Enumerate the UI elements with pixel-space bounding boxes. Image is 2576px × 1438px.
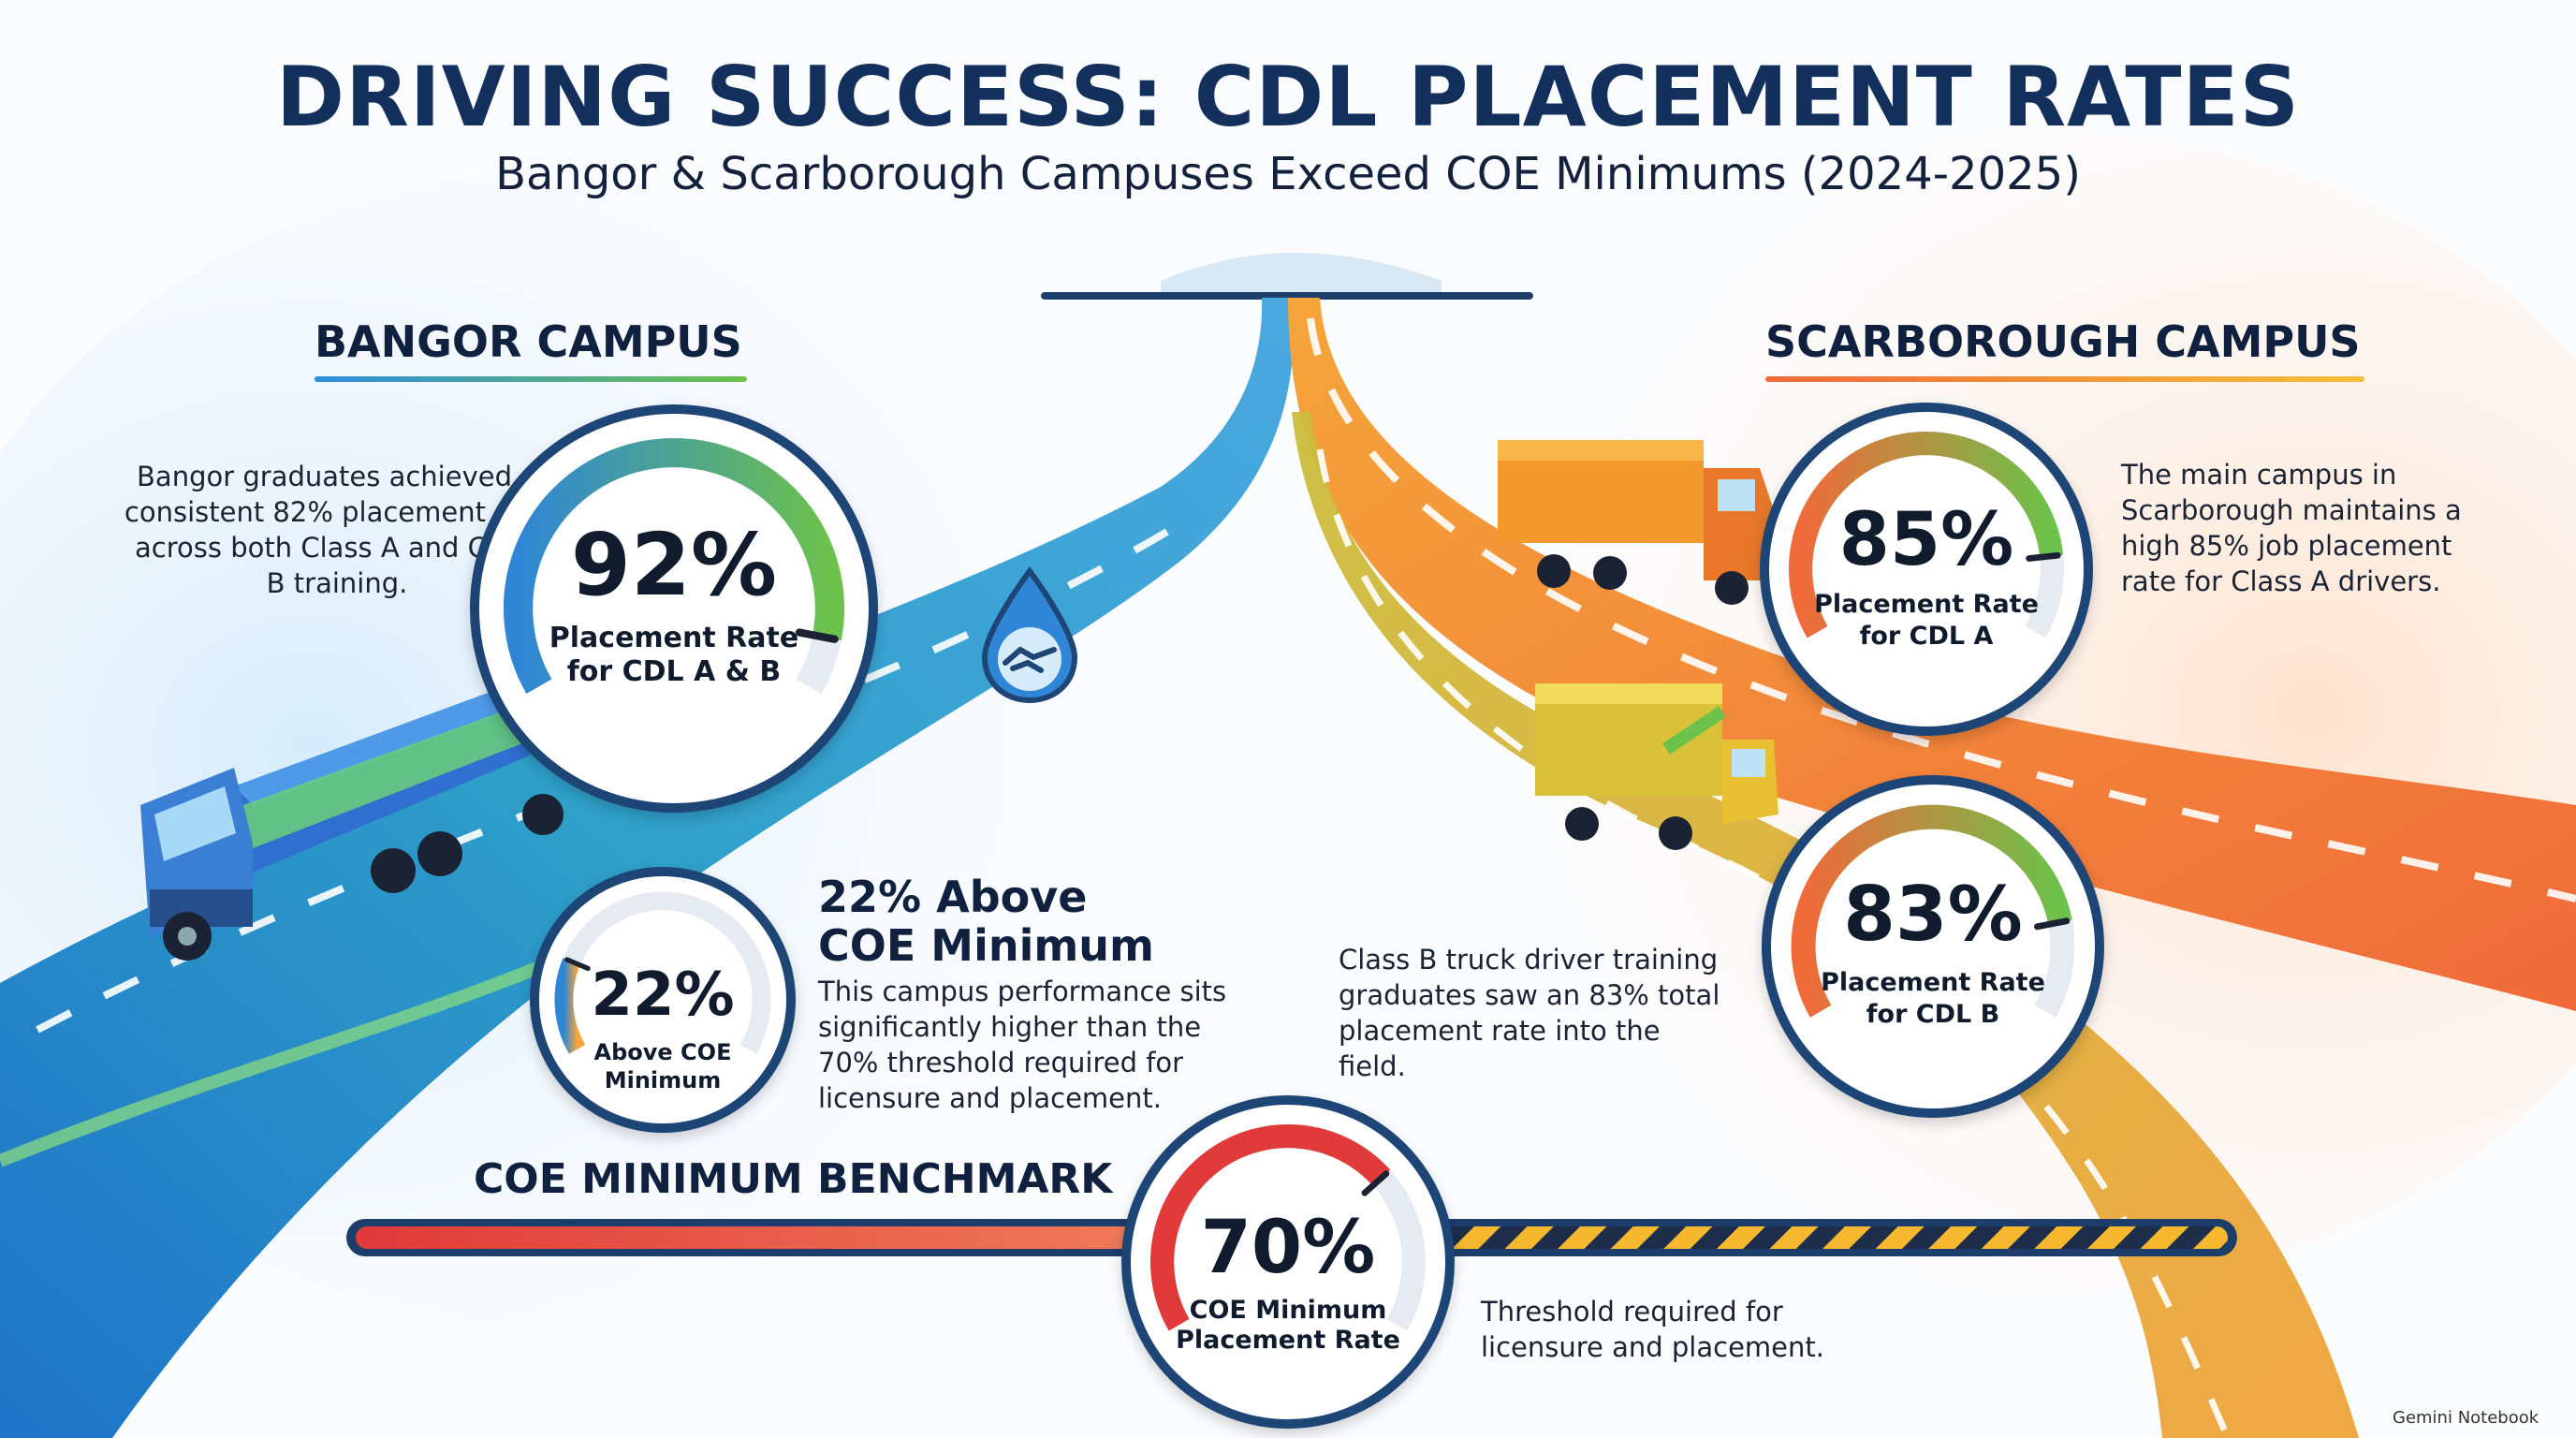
- page-subtitle: Bangor & Scarborough Campuses Exceed COE…: [495, 148, 2081, 200]
- bangor-above-value: 22%: [591, 961, 735, 1030]
- benchmark-gauge: 70% COE Minimum Placement Rate: [1121, 1095, 1455, 1429]
- bangor-gauge-label-2: for CDL A & B: [566, 655, 782, 688]
- handshake-icon: [979, 565, 1080, 706]
- scarborough-cdl-b-label-2: for CDL B: [1866, 1000, 2000, 1029]
- box-truck-icon: [1535, 683, 1778, 850]
- bangor-above-gauge: 22% Above COE Minimum: [530, 867, 796, 1133]
- bangor-above-label-1: Above COE: [593, 1039, 732, 1065]
- scarborough-cdl-b-gauge: 83% Placement Rate for CDL B: [1762, 775, 2104, 1118]
- benchmark-description: Threshold required for licensure and pla…: [1481, 1296, 1824, 1363]
- scarborough-cdl-b-description: Class B truck driver training graduates …: [1339, 944, 1720, 1082]
- gauge-needle: [2034, 917, 2071, 931]
- gauge-needle: [1361, 1170, 1390, 1196]
- benchmark-label-2: Placement Rate: [1176, 1326, 1400, 1355]
- bangor-underline: [315, 376, 747, 382]
- scarborough-cdl-b-label-1: Placement Rate: [1821, 968, 2045, 997]
- scarborough-cdl-b-value: 83%: [1843, 871, 2023, 958]
- bangor-gauge-value: 92%: [570, 515, 778, 615]
- scarborough-cdl-a-label-1: Placement Rate: [1814, 590, 2039, 619]
- bangor-above-gauge-arc: [554, 891, 771, 1054]
- scarborough-heading: SCARBOROUGH CAMPUS: [1765, 316, 2361, 367]
- gauge-fill: [1150, 1124, 1391, 1331]
- scarborough-cdl-a-value: 85%: [1838, 498, 2014, 582]
- gauge-fill: [504, 438, 844, 694]
- page-title: DRIVING SUCCESS: CDL PLACEMENT RATES: [276, 49, 2300, 145]
- scarborough-cdl-a-gauge-arc: [1789, 432, 2064, 638]
- benchmark-value: 70%: [1200, 1206, 1376, 1290]
- gauge-fill: [554, 958, 586, 1054]
- scarborough-cdl-a-description: The main campus in Scarborough maintains…: [2121, 459, 2462, 597]
- benchmark-heading: COE MINIMUM BENCHMARK: [474, 1155, 1113, 1203]
- semi-truck-icon: [1498, 440, 1778, 605]
- bangor-above-label-2: Minimum: [604, 1067, 722, 1093]
- gauge-needle: [795, 628, 839, 643]
- bangor-gauge-arc: [504, 438, 844, 694]
- gauge-fill: [1791, 804, 2072, 1018]
- scarborough-cdl-a-label-2: for CDL A: [1859, 622, 1994, 651]
- scarborough-underline: [1765, 376, 2364, 382]
- watermark: Gemini Notebook: [2393, 1408, 2539, 1428]
- above-heading-2: COE Minimum: [818, 920, 1154, 971]
- bangor-description: Bangor graduates achieved a consistent 8…: [124, 461, 550, 599]
- benchmark-gauge-arc: [1150, 1124, 1426, 1331]
- gauge-needle: [2026, 551, 2061, 562]
- bangor-gauge-label-1: Placement Rate: [549, 622, 799, 654]
- scarborough-cdl-a-gauge: 85% Placement Rate for CDL A: [1760, 403, 2093, 736]
- benchmark-label-1: COE Minimum: [1189, 1296, 1387, 1325]
- gauge-needle: [564, 957, 591, 972]
- bangor-gauge: 92% Placement Rate for CDL A & B: [470, 404, 878, 813]
- above-heading-1: 22% Above: [818, 872, 1088, 922]
- scarborough-cdl-b-gauge-arc: [1791, 804, 2075, 1018]
- above-description: This campus performance sits significant…: [818, 976, 1227, 1114]
- gauge-fill: [1789, 432, 2064, 638]
- bangor-heading: BANGOR CAMPUS: [315, 316, 742, 367]
